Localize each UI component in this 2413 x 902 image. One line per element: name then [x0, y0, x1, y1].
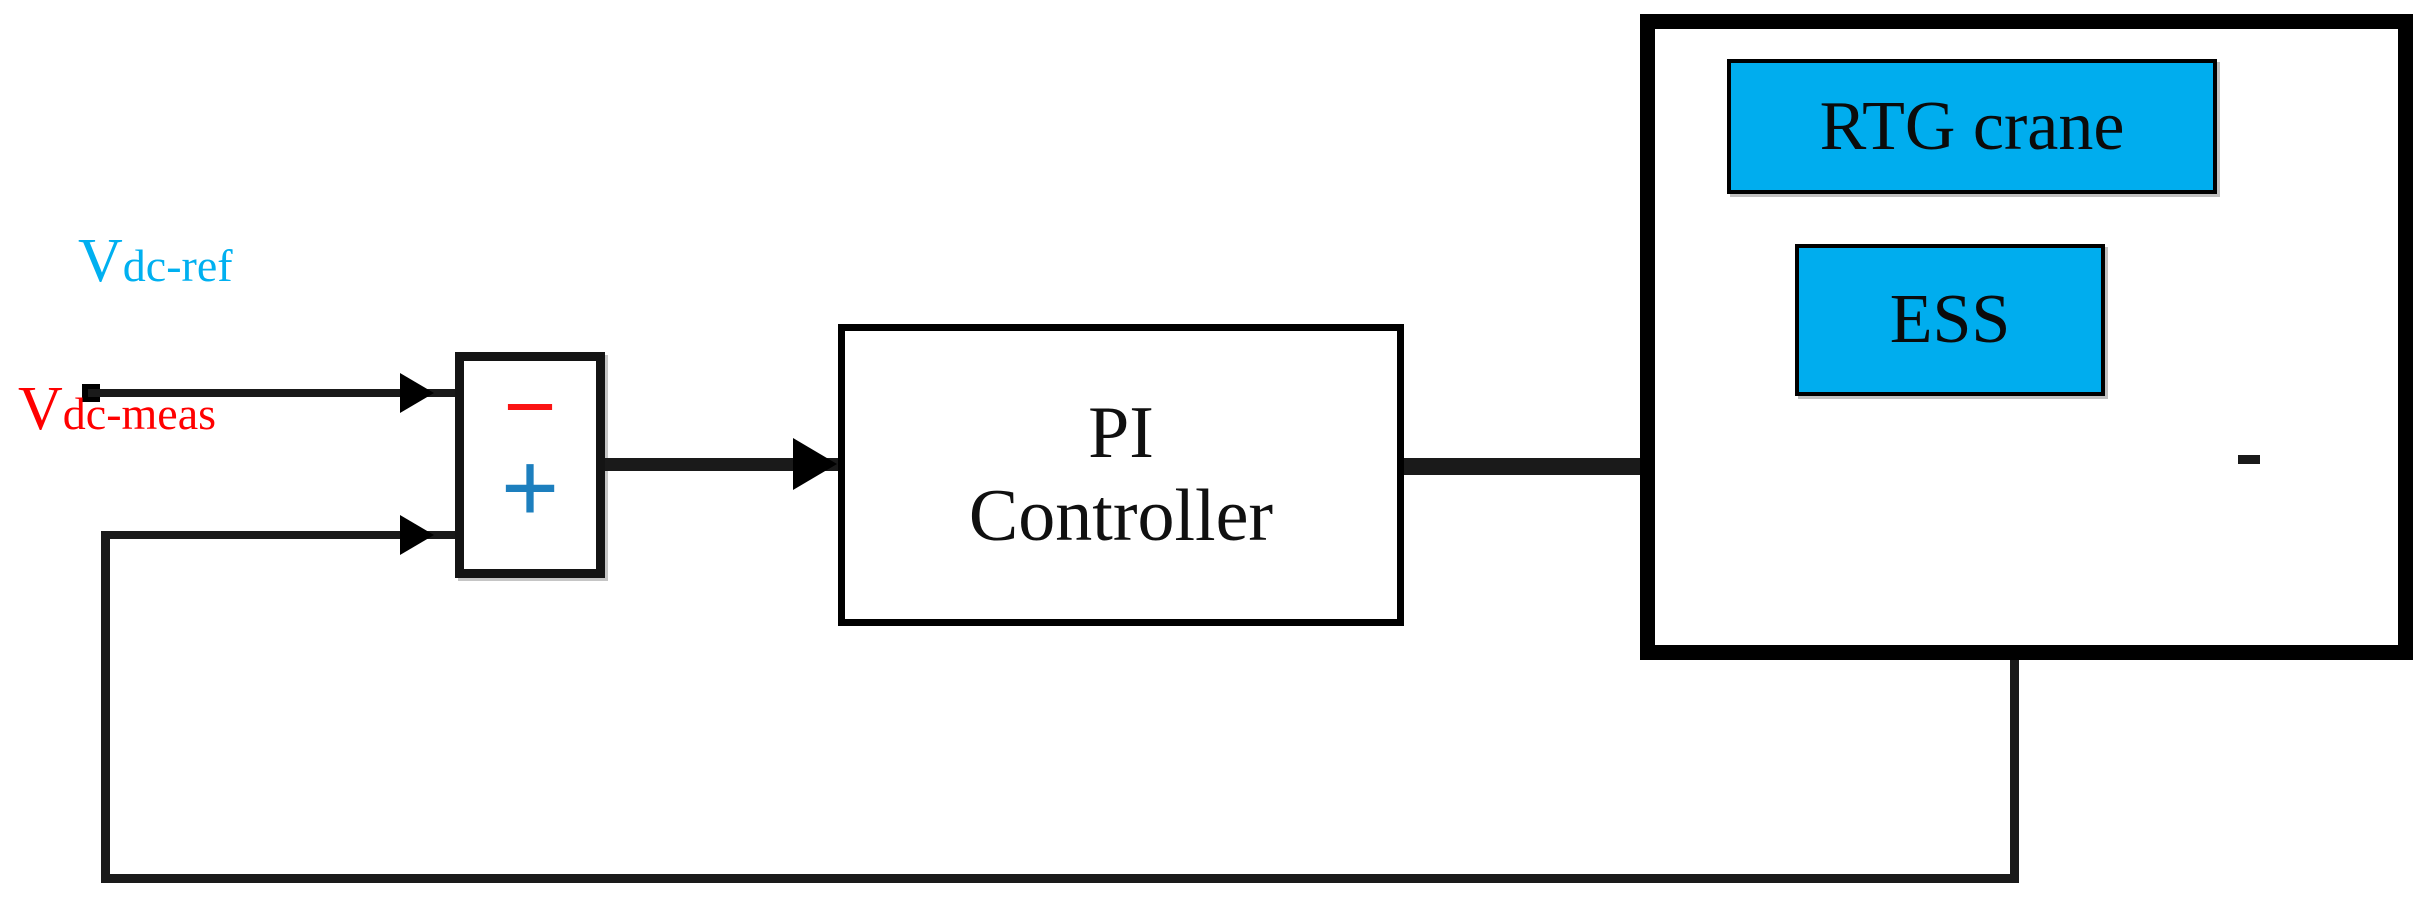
pi-controller-line2: Controller	[968, 475, 1274, 557]
feedback-line-horizontal	[101, 874, 2019, 883]
rtg-crane-label: RTG crane	[1819, 87, 2125, 165]
vdc-meas-arrowhead-icon	[400, 515, 434, 555]
vdc-ref-subscript: dc-ref	[122, 240, 233, 291]
summing-junction[interactable]: – +	[455, 352, 605, 578]
pi-controller-block[interactable]: PI Controller	[838, 324, 1404, 626]
error-signal-line	[605, 458, 850, 471]
vdc-ref-base: V	[78, 227, 123, 295]
ess-label: ESS	[1889, 281, 2011, 358]
system-container: RTG crane ESS	[1640, 14, 2413, 660]
vdc-meas-base: V	[18, 375, 63, 443]
feedback-line-vertical-left	[101, 531, 110, 879]
plus-sign: +	[500, 431, 560, 546]
vdc-meas-line	[105, 531, 456, 539]
ess-output-stub	[2238, 455, 2260, 464]
vdc-ref-line	[88, 389, 456, 397]
vdc-ref-label: Vdc-ref	[78, 230, 233, 292]
pi-controller-line1: PI	[1088, 392, 1154, 475]
vdc-meas-label: Vdc-meas	[18, 378, 216, 440]
feedback-line-vertical-right	[2010, 660, 2019, 882]
vdc-meas-subscript: dc-meas	[62, 388, 217, 439]
minus-sign: –	[508, 350, 552, 446]
error-signal-arrowhead-icon	[793, 438, 837, 490]
vdc-ref-arrowhead-icon	[400, 373, 434, 413]
ess-block[interactable]: ESS	[1795, 244, 2105, 396]
rtg-crane-block[interactable]: RTG crane	[1727, 59, 2217, 194]
